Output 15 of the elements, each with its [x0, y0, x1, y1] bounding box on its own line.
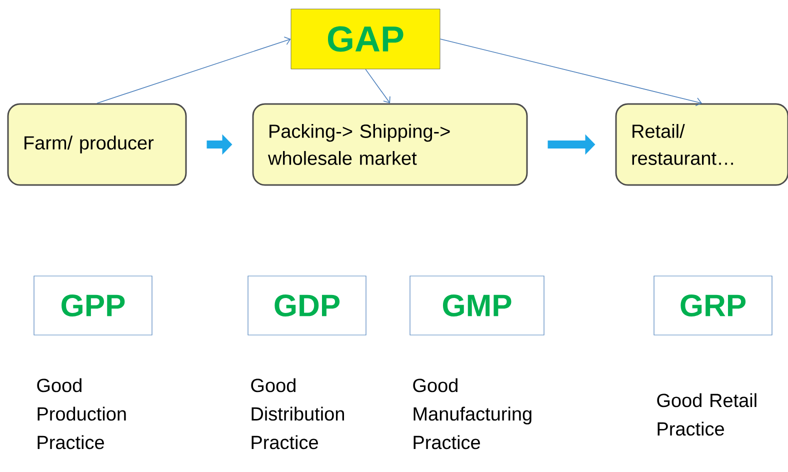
process-box: Packing-> Shipping-> wholesale market [252, 103, 528, 186]
process-box: Retail/ restaurant… [615, 103, 788, 186]
practice-box: GPP [34, 276, 152, 336]
practice-box: GRP [654, 276, 772, 336]
caption-text: Good Distribution Practice [251, 378, 344, 450]
title-box: GAP [290, 8, 440, 70]
arrow [440, 38, 702, 106]
process-box: Farm/ producer [7, 103, 187, 186]
caption-text: Good Production Practice [37, 378, 126, 450]
arrow [96, 36, 291, 104]
caption-text: Good Retail Practice [657, 393, 756, 436]
caption-text: Good Manufacturing Practice [413, 378, 532, 450]
practice-box: GMP [410, 276, 544, 336]
practice-box: GDP [248, 276, 366, 336]
arrow [365, 68, 390, 104]
